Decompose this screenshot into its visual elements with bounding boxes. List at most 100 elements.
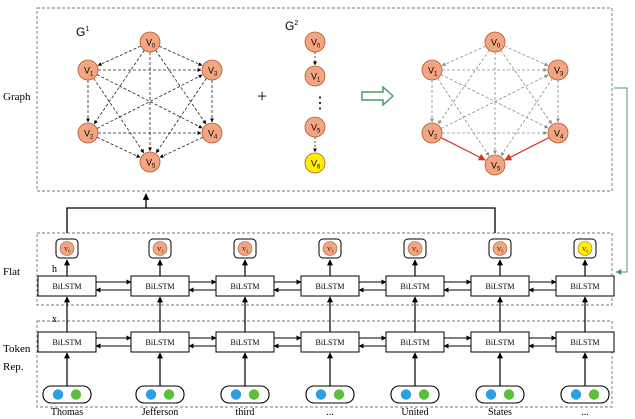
embedding-pill-outline xyxy=(220,385,270,404)
node-circle xyxy=(547,122,569,144)
merged-node: V4 xyxy=(547,122,569,144)
char-embedding-dot xyxy=(145,389,157,400)
graph-edge xyxy=(155,78,207,154)
flat-node-label: V1 xyxy=(157,247,163,254)
vector-label-h: h xyxy=(52,264,57,275)
token-word: Thomas xyxy=(51,407,83,418)
word-embedding-dot xyxy=(503,389,515,400)
graph-edge xyxy=(441,45,487,66)
embedding-pill xyxy=(42,385,92,404)
token-word: States xyxy=(488,407,512,418)
flat-node-circle xyxy=(407,241,423,256)
g2-node: V5 xyxy=(304,116,326,138)
g1-node: V2 xyxy=(77,122,99,144)
row-label-rep: Rep. xyxy=(3,361,24,373)
flat-node: V6 xyxy=(573,238,597,259)
bilstm-label: BiLSTM xyxy=(53,338,82,347)
bilstm-label: BiLSTM xyxy=(231,338,260,347)
char-embedding-dot xyxy=(485,389,497,400)
graph-edge xyxy=(158,45,203,66)
node-circle xyxy=(547,59,569,81)
node-label: V5 xyxy=(491,161,501,173)
node-circle xyxy=(484,154,506,176)
token-word: third xyxy=(236,407,255,418)
graph-edge xyxy=(96,74,203,129)
highlighted-edge xyxy=(504,136,550,161)
merged-node: V2 xyxy=(421,122,443,144)
node-label: V0 xyxy=(146,38,156,50)
bilstm-label: BiLSTM xyxy=(316,338,345,347)
merged-node: V3 xyxy=(547,59,569,81)
node-label: V3 xyxy=(208,66,218,78)
word-embedding-dot xyxy=(248,389,260,400)
embedding-pill xyxy=(305,385,355,404)
word-embedding-dot xyxy=(418,389,430,400)
bilstm-label: BiLSTM xyxy=(401,338,430,347)
g1-node: V5 xyxy=(139,151,161,173)
g1-node: V0 xyxy=(139,31,161,53)
flat-node: V3 xyxy=(318,238,342,259)
row-label-flat: Flat xyxy=(3,266,20,278)
row-label-token: Token xyxy=(3,343,31,355)
g1-node: V1 xyxy=(77,59,99,81)
node-circle xyxy=(484,31,506,53)
bilstm-label: BiLSTM xyxy=(231,282,260,291)
embedding-pill xyxy=(390,385,440,404)
flat-node-circle xyxy=(577,241,593,256)
flat-node-label: V4 xyxy=(412,247,418,254)
embedding-pill xyxy=(220,385,270,404)
graph-title-g2: G2 xyxy=(285,19,298,33)
node-circle xyxy=(304,116,326,138)
embedding-pill xyxy=(560,385,610,404)
merged-node: V1 xyxy=(421,59,443,81)
char-embedding-dot xyxy=(400,389,412,400)
char-embedding-dot xyxy=(315,389,327,400)
embedding-pill-outline xyxy=(305,385,355,404)
graph-edge xyxy=(97,45,142,66)
g1-node: V3 xyxy=(201,59,223,81)
graph-edge xyxy=(93,50,145,125)
flat-node-label: V2 xyxy=(242,247,248,254)
graph-edge xyxy=(503,45,549,66)
embedding-pill-outline xyxy=(560,385,610,404)
graph-edge xyxy=(96,74,203,129)
node-label: V1 xyxy=(428,66,438,78)
node-label: V3 xyxy=(554,66,564,78)
char-embedding-dot xyxy=(52,389,64,400)
node-label: V5 xyxy=(311,123,321,135)
embedding-pill-outline xyxy=(135,385,185,404)
flat-node-label: V5 xyxy=(497,247,503,254)
hollow-arrow-right xyxy=(361,85,395,107)
node-circle xyxy=(304,152,326,174)
bilstm-label: BiLSTM xyxy=(316,282,345,291)
graph-panel xyxy=(36,7,613,192)
node-circle xyxy=(77,122,99,144)
node-label: V0 xyxy=(311,38,321,50)
bilstm-label: BiLSTM xyxy=(146,338,175,347)
token-word: Jefferson xyxy=(142,407,178,418)
bilstm-label: BiLSTM xyxy=(486,338,515,347)
node-circle xyxy=(201,59,223,81)
vector-label-x: x xyxy=(52,314,57,325)
flat-node: V2 xyxy=(233,238,257,259)
embedding-pill-outline xyxy=(475,385,525,404)
graph-edge xyxy=(155,50,207,125)
graph-edge xyxy=(93,78,145,154)
token-word: United xyxy=(401,407,428,418)
flat-node-label: V0 xyxy=(64,247,70,254)
flat-node: V5 xyxy=(488,238,512,259)
node-circle xyxy=(77,59,99,81)
g2-node: V0 xyxy=(304,31,326,53)
char-embedding-dot xyxy=(230,389,242,400)
node-label: V1 xyxy=(84,66,94,78)
word-embedding-dot xyxy=(163,389,175,400)
node-circle xyxy=(139,31,161,53)
flat-panel xyxy=(36,232,613,306)
flat-node: V0 xyxy=(55,238,79,259)
row-label-graph: Graph xyxy=(3,91,31,103)
flat-node: V1 xyxy=(148,238,172,259)
flat-node-label: V6 xyxy=(582,247,588,254)
